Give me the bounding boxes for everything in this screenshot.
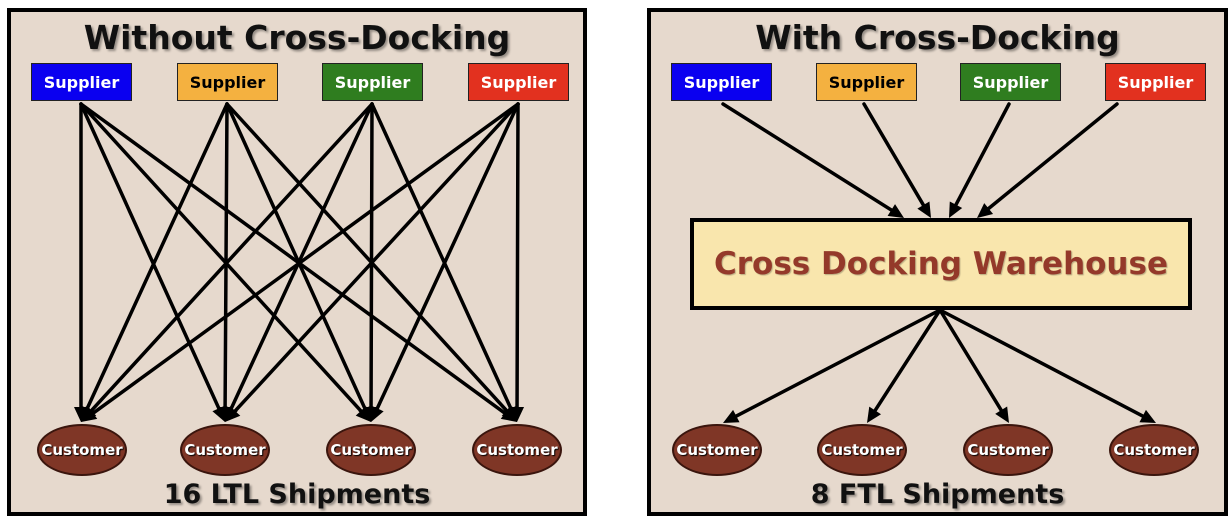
shipment-arrow [721, 102, 894, 212]
arrowhead [225, 406, 241, 422]
shipment-arrow [91, 102, 520, 415]
arrowhead [81, 407, 98, 422]
supplier-node: Supplier [31, 63, 132, 101]
shipment-arrow [938, 308, 1003, 412]
shipment-arrow [734, 308, 942, 418]
arrowhead [723, 409, 740, 423]
shipment-arrows [74, 102, 525, 422]
arrowhead [917, 201, 931, 218]
shipment-count: 8 FTL Shipments [810, 479, 1065, 510]
without-cross-docking-panel: Without Cross-Docking Supplier Supplier … [7, 8, 587, 516]
shipment-arrow [375, 102, 520, 411]
arrowhead [887, 204, 904, 218]
supplier-label: Supplier [683, 72, 760, 92]
shipment-arrow [85, 102, 229, 411]
shipment-arrow [862, 102, 926, 207]
shipment-arrow [954, 102, 1011, 207]
shipment-arrow [89, 102, 374, 413]
arrowhead [977, 203, 994, 218]
arrowhead [510, 406, 525, 422]
with-cross-docking-panel: With Cross-Docking Supplier Supplier Sup… [647, 8, 1228, 516]
supplier-node: Supplier [468, 63, 569, 101]
shipment-arrow [229, 102, 374, 411]
customer-node: Customer [963, 424, 1053, 476]
customer-node: Customer [1109, 424, 1199, 476]
shipment-arrow [79, 102, 363, 413]
supplier-node: Supplier [816, 63, 917, 101]
supplier-node: Supplier [671, 63, 772, 101]
customer-node: Customer [37, 424, 127, 476]
shipment-arrow [986, 102, 1119, 211]
shipment-count: 16 LTL Shipments [163, 479, 431, 510]
customer-node: Customer [672, 424, 762, 476]
shipment-arrow [515, 102, 520, 409]
shipment-arrow [370, 102, 513, 411]
supplier-label: Supplier [480, 72, 557, 92]
arrowhead [949, 201, 963, 218]
shipment-arrow [79, 102, 221, 411]
shipment-arrow [938, 308, 1145, 418]
shipment-arrow [225, 102, 509, 413]
supplier-node: Supplier [322, 63, 423, 101]
shipment-arrow [233, 102, 520, 413]
cross-docking-warehouse: Cross Docking Warehouse [690, 218, 1192, 310]
shipment-arrow [79, 102, 507, 415]
supplier-node: Supplier [1105, 63, 1206, 101]
supplier-label: Supplier [189, 72, 266, 92]
arrowhead [995, 406, 1009, 423]
arrowhead [370, 405, 384, 422]
supplier-label: Supplier [828, 72, 905, 92]
customer-label: Customer [1113, 441, 1195, 459]
customer-node: Customer [326, 424, 416, 476]
customer-label: Customer [676, 441, 758, 459]
customer-label: Customer [41, 441, 123, 459]
warehouse-label: Cross Docking Warehouse [714, 246, 1168, 282]
supplier-label: Supplier [43, 72, 120, 92]
arrowhead [1139, 409, 1156, 423]
customer-node: Customer [472, 424, 562, 476]
supplier-node: Supplier [960, 63, 1061, 101]
customer-label: Customer [330, 441, 412, 459]
customer-label: Customer [476, 441, 558, 459]
supplier-label: Supplier [334, 72, 411, 92]
customer-label: Customer [821, 441, 903, 459]
panel-title: Without Cross-Docking [83, 18, 511, 57]
shipment-arrow [223, 102, 229, 409]
shipment-arrow [225, 102, 367, 411]
customer-node: Customer [180, 424, 270, 476]
shipment-arrow [369, 102, 374, 409]
customer-label: Customer [184, 441, 266, 459]
shipment-arrow [873, 308, 942, 413]
arrowhead [867, 406, 882, 423]
shipment-arrows [721, 102, 1156, 423]
customer-label: Customer [967, 441, 1049, 459]
supplier-node: Supplier [177, 63, 278, 101]
panel-title: With Cross-Docking [755, 18, 1120, 57]
customer-node: Customer [817, 424, 907, 476]
supplier-label: Supplier [972, 72, 1049, 92]
supplier-label: Supplier [1117, 72, 1194, 92]
